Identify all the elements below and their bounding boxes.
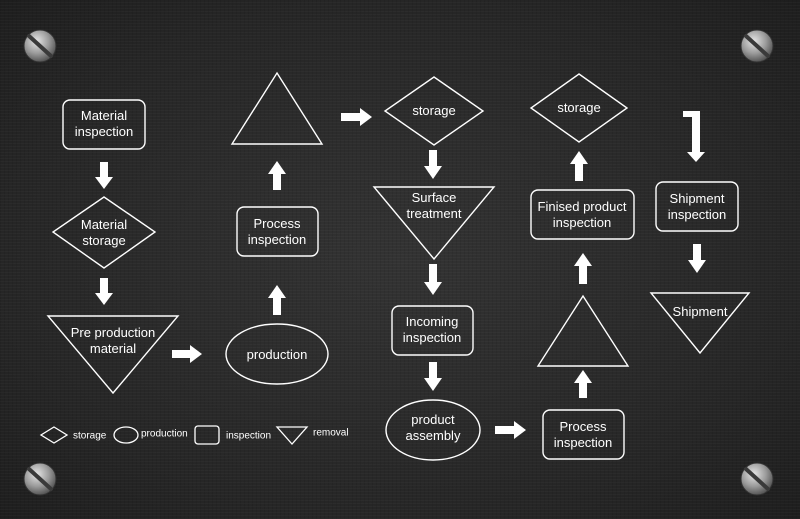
product-assembly-ellipse bbox=[385, 399, 481, 461]
legend-removal-label: removal bbox=[313, 427, 349, 439]
finished-product-inspection-box bbox=[530, 189, 635, 240]
screw-top-left-icon bbox=[23, 29, 57, 63]
process-1-triangle bbox=[230, 71, 324, 145]
arrow-elbow bbox=[683, 111, 705, 162]
arrow-down-2 bbox=[95, 278, 113, 305]
process-inspection-1-box bbox=[236, 206, 319, 257]
screw-bottom-left-icon bbox=[23, 462, 57, 496]
arrow-right-2 bbox=[341, 108, 372, 126]
legend-inspection-label: inspection bbox=[226, 430, 272, 442]
arrow-down-3 bbox=[424, 150, 442, 179]
legend-inspection-box-icon bbox=[194, 425, 220, 445]
arrow-down-6 bbox=[688, 244, 706, 273]
screw-bottom-right-icon bbox=[740, 462, 774, 496]
storage-2-diamond bbox=[529, 73, 629, 143]
shipment-inspection-box bbox=[655, 181, 739, 232]
material-storage-diamond bbox=[51, 196, 157, 269]
pre-production-material-triangle bbox=[46, 315, 180, 395]
arrow-up-1 bbox=[268, 285, 286, 315]
arrow-down-4 bbox=[424, 264, 442, 295]
legend-production-ellipse-icon bbox=[113, 426, 139, 444]
screw-top-right-icon bbox=[740, 29, 774, 63]
process-inspection-2-box bbox=[542, 409, 625, 460]
shipment-triangle bbox=[649, 292, 751, 355]
storage-1-diamond bbox=[383, 76, 485, 146]
process-2-triangle bbox=[536, 294, 630, 367]
flow-arrows bbox=[95, 108, 706, 439]
arrow-right-1 bbox=[172, 345, 202, 363]
arrow-down-1 bbox=[95, 162, 113, 189]
legend-storage-diamond-icon bbox=[39, 426, 69, 444]
legend-shapes bbox=[39, 425, 309, 445]
production-ellipse bbox=[225, 323, 329, 385]
arrow-up-3 bbox=[574, 370, 592, 398]
incoming-inspection-box bbox=[391, 305, 474, 356]
arrow-up-4 bbox=[574, 253, 592, 284]
legend-removal-triangle-icon bbox=[275, 426, 309, 445]
surface-treatment-triangle bbox=[372, 186, 496, 261]
legend-storage-label: storage bbox=[73, 430, 107, 442]
material-inspection-box bbox=[62, 99, 146, 150]
arrow-right-3 bbox=[495, 421, 526, 439]
legend-production-label: production bbox=[141, 428, 188, 440]
arrow-up-2 bbox=[268, 161, 286, 190]
arrow-up-5 bbox=[570, 151, 588, 181]
arrow-down-5 bbox=[424, 362, 442, 391]
